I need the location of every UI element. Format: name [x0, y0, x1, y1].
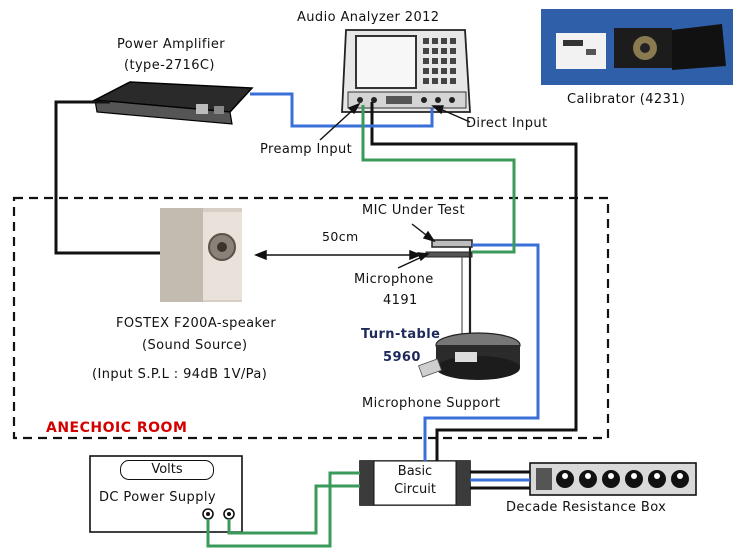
power-amplifier-device: [92, 81, 254, 125]
green-cables: [206, 105, 516, 548]
turntable-model-label: 5960: [383, 350, 421, 365]
sound-source-label: (Sound Source): [142, 338, 248, 353]
power-amplifier-model: (type-2716C): [124, 58, 215, 73]
preamp-input-label: Preamp Input: [260, 142, 353, 157]
basic-circuit-label-2: Circuit: [394, 482, 436, 497]
dc-power-supply-box: [89, 455, 243, 533]
decade-resistance-box: [529, 462, 697, 496]
basic-circuit-box: [359, 460, 471, 506]
microphone-label: Microphone: [354, 272, 434, 287]
speaker-device: [160, 208, 242, 302]
input-spl-label: (Input S.P.L : 94dB 1V/Pa): [92, 367, 268, 382]
calibrator-image: [541, 9, 733, 85]
basic-circuit-label: Basic: [397, 464, 433, 479]
input-pointer-arrows: [319, 102, 471, 141]
volts-display: Volts: [120, 460, 214, 480]
decade-resistance-box-label: Decade Resistance Box: [506, 500, 667, 515]
mic-under-test-label: MIC Under Test: [362, 203, 465, 218]
anechoic-room-boundary: [12, 196, 610, 440]
audio-analyzer-label: Audio Analyzer 2012: [297, 10, 440, 25]
calibrator-label: Calibrator (4231): [567, 92, 686, 107]
audio-analyzer-device: [341, 29, 471, 113]
black-cables: [54, 100, 578, 490]
direct-input-label: Direct Input: [466, 116, 548, 131]
speaker-label: FOSTEX F200A-speaker: [116, 316, 277, 331]
anechoic-room-label: ANECHOIC ROOM: [46, 420, 188, 436]
distance-label: 50cm: [322, 229, 359, 244]
mic-pointer-arrows: [397, 223, 436, 269]
power-amplifier-label: Power Amplifier: [117, 37, 226, 52]
blue-cables: [250, 92, 540, 482]
dc-power-supply-label: DC Power Supply: [99, 490, 216, 505]
microphone-model-label: 4191: [383, 293, 418, 308]
turntable-device: [418, 332, 521, 380]
distance-arrow: [253, 249, 423, 261]
microphone-assembly: [425, 239, 473, 340]
turntable-label: Turn-table: [361, 327, 441, 342]
microphone-support-label: Microphone Support: [362, 396, 501, 411]
